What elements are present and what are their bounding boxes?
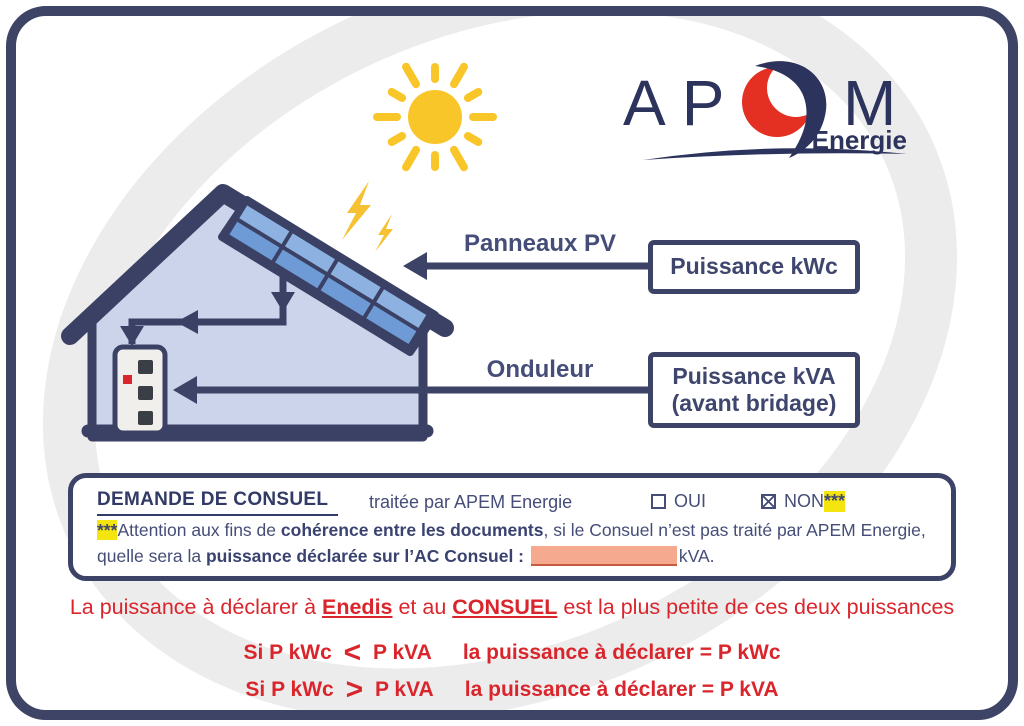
less-than-sign: < [343,636,362,669]
note-colon: : [513,546,529,566]
note-text-bold: cohérence entre les documents [280,520,544,540]
logo-red-crescent [742,67,812,137]
kva-declared-blank-field[interactable] [530,546,677,566]
oui-checkbox[interactable] [651,494,666,509]
apem-energie-logo: AP M Energie [623,61,907,160]
non-checkbox-checked[interactable] [761,494,776,509]
puissance-kwc-box: Puissance kWc [648,240,860,294]
logo-underline-swoosh [643,148,907,160]
consuel-word: CONSUEL [452,595,558,619]
rule-result: la puissance à déclarer = P kWc [462,641,781,664]
onduleur-label: Onduleur [486,356,594,383]
rule-rhs: P kVA [373,641,431,664]
non-label: NON [784,491,824,511]
note-text: , si le Consuel n’est pas traité par APE… [543,520,926,540]
statement-text: La puissance à déclarer à [69,595,322,619]
puissance-kva-line2: (avant bridage) [671,390,837,416]
rule-lhs: Si P kWc [243,641,332,664]
consuel-note-line1: ***Attention aux fins de cohérence entre… [97,520,926,541]
note-text: Attention aux fins de [117,520,281,540]
oui-option[interactable]: OUI [651,491,706,512]
rule-lhs: Si P kWc [245,678,334,701]
demande-consuel-section: DEMANDE DE CONSUEL traitée par APEM Ener… [68,473,956,581]
puissance-kva-line1: Puissance kVA [672,362,836,389]
consuel-note-line2: quelle sera la puissance déclarée sur l’… [97,546,715,567]
note-text: quelle sera la [97,546,206,566]
enedis-word: Enedis [322,595,393,619]
rule-kwc-greater: Si P kWc > P kVA la puissance à déclarer… [0,673,1024,707]
non-option[interactable]: NON*** [761,491,846,512]
statement-text: et au [392,595,453,619]
panneaux-pv-label: Panneaux PV [463,230,617,257]
declaration-statement: La puissance à déclarer à Enedis et au C… [0,595,1024,620]
consuel-treated-by: traitée par APEM Energie [369,492,573,512]
note-stars-highlight: *** [97,520,118,540]
greater-than-sign: > [345,673,364,706]
logo-letter-m: M [843,67,896,139]
rule-rhs: P kVA [374,678,433,701]
puissance-kwc-label: Puissance kWc [670,253,838,280]
consuel-title: DEMANDE DE CONSUEL [97,489,339,516]
logo-letters-ap: AP [623,67,740,139]
note-unit: kVA. [678,546,715,566]
non-stars-highlight: *** [824,491,846,512]
oui-label: OUI [674,491,707,511]
rule-result: la puissance à déclarer = P kVA [464,678,779,701]
logo-e-hook [755,61,827,158]
rule-kwc-smaller: Si P kWc < P kVA la puissance à déclarer… [0,636,1024,670]
puissance-kva-box: Puissance kVA (avant bridage) [648,352,860,428]
note-text-bold: puissance déclarée sur l’AC Consuel [205,546,514,566]
statement-text: est la plus petite de ces deux puissance… [557,595,955,619]
